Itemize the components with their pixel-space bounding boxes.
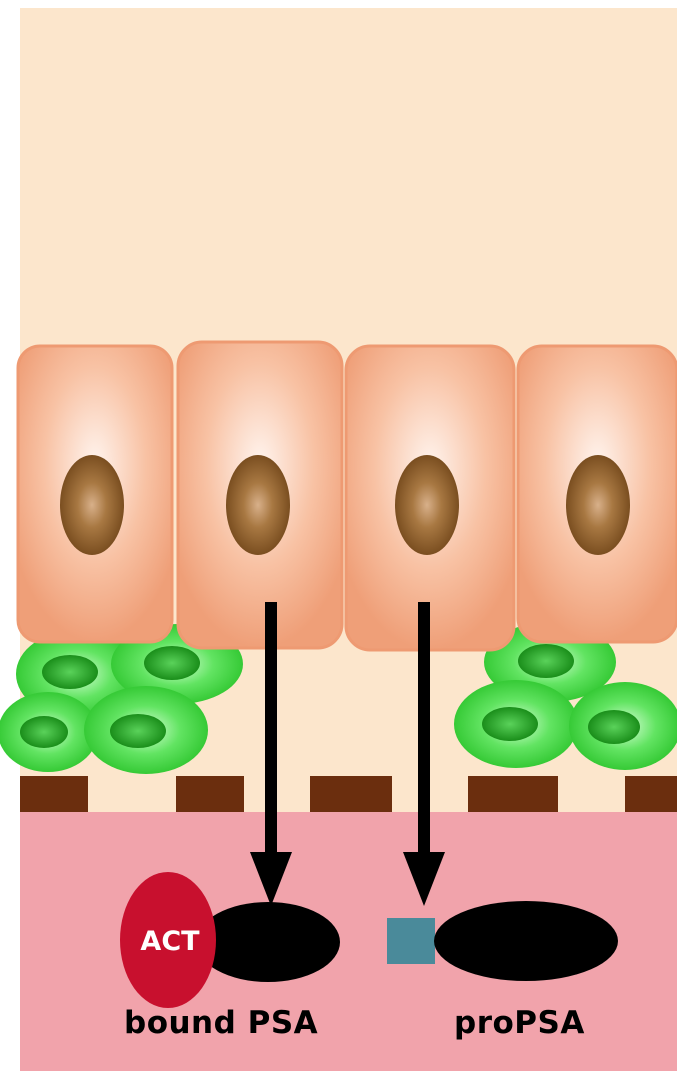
bound-psa-label: bound PSA [124, 1005, 318, 1041]
membrane-segment [468, 776, 558, 812]
epithelial-cells [18, 342, 677, 650]
cell-nucleus [60, 455, 124, 555]
cell-nucleus [395, 455, 459, 555]
psa-molecule-pro [434, 901, 618, 981]
psa-molecule-bound [196, 902, 340, 982]
pro-leader-peptide [387, 918, 435, 964]
cell-nucleus [566, 455, 630, 555]
propsa-label: proPSA [454, 1005, 585, 1041]
cell-nucleus [226, 455, 290, 555]
basal-cell-nucleus [20, 716, 68, 748]
basal-cell-nucleus [482, 707, 538, 741]
membrane-segment [20, 776, 88, 812]
act-label: ACT [128, 926, 212, 957]
basal-cell-nucleus [144, 646, 200, 680]
basal-cell-nucleus [518, 644, 574, 678]
basal-cell-nucleus [110, 714, 166, 748]
basal-cell-nucleus [588, 710, 640, 744]
membrane-segment [310, 776, 392, 812]
basal-cell-nucleus [42, 655, 98, 689]
membrane-segment [625, 776, 677, 812]
membrane-segment [176, 776, 244, 812]
